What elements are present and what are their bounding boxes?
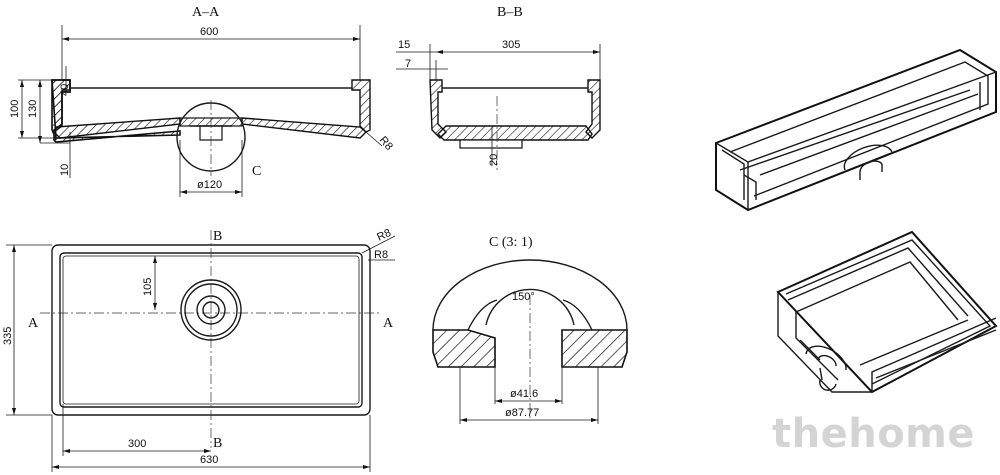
dim-40: 40 xyxy=(59,84,71,96)
dim-630: 630 xyxy=(200,454,218,466)
dim-300: 300 xyxy=(128,438,146,450)
watermark-text: thehome xyxy=(772,411,975,457)
dim-10: 10 xyxy=(59,164,71,176)
dim-d41: ø41.6 xyxy=(510,388,538,400)
dim-100: 100 xyxy=(9,100,21,118)
dim-d120: ø120 xyxy=(197,179,222,191)
dim-d87: ø87.77 xyxy=(505,407,539,419)
dim-600: 600 xyxy=(200,26,218,38)
dim-7: 7 xyxy=(405,58,411,70)
detail-c-title: C (3: 1) xyxy=(489,235,533,250)
section-bb-title: B–B xyxy=(497,5,523,20)
dim-15: 15 xyxy=(398,39,410,51)
plan-view: A A B B 335 105 300 630 R8 R8 xyxy=(2,227,396,472)
dim-r8-plan-a: R8 xyxy=(375,227,393,244)
section-aa: A–A 600 C 100 130 xyxy=(9,5,395,197)
dim-r8-plan-b: R8 xyxy=(374,249,388,261)
detail-c: C (3: 1) 150° ø41.6 ø87.77 xyxy=(432,235,628,424)
dim-335: 335 xyxy=(2,327,14,345)
dim-r8-aa: R8 xyxy=(377,134,395,152)
plan-b-bottom: B xyxy=(213,436,222,451)
dim-305: 305 xyxy=(502,39,520,51)
plan-a-left: A xyxy=(28,316,39,331)
detail-c-label: C xyxy=(252,164,261,179)
dim-130: 130 xyxy=(27,100,39,118)
section-bb: B–B 15 305 7 20 xyxy=(396,5,601,170)
plan-a-right: A xyxy=(383,316,394,331)
dim-105: 105 xyxy=(142,278,154,296)
detail-angle: 150° xyxy=(512,291,535,303)
dim-20: 20 xyxy=(488,154,500,166)
plan-b-top: B xyxy=(213,229,222,244)
iso-view-bottom xyxy=(776,230,998,394)
section-aa-title: A–A xyxy=(192,5,220,20)
iso-view-top xyxy=(715,48,997,212)
